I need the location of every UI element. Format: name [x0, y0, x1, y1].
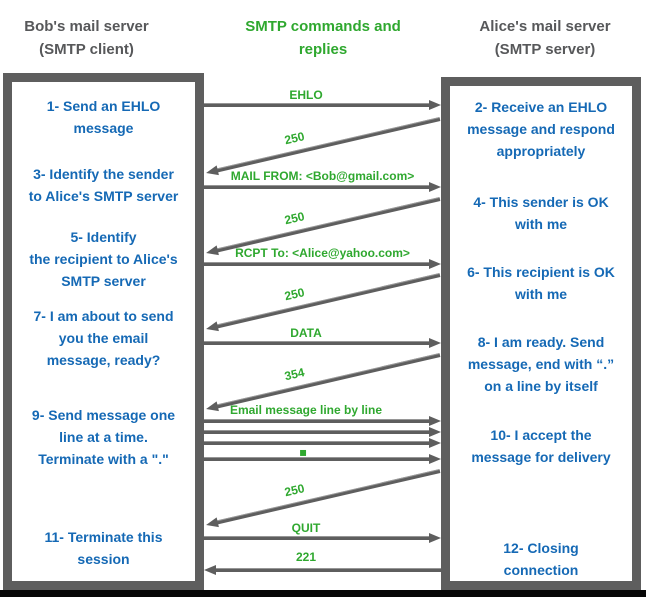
server-step-10: 10- I accept the message for delivery	[471, 427, 611, 465]
server-header: Alice's mail server (SMTP server)	[479, 18, 611, 58]
command-label-rcpt-to: RCPT To: <Alice@yahoo.com>	[235, 246, 410, 260]
arrow-shaft	[204, 536, 431, 540]
command-label-quit: QUIT	[291, 521, 321, 535]
arrow-email-line-2	[204, 426, 441, 438]
command-label-mail-from: MAIL FROM: <Bob@gmail.com>	[230, 169, 415, 183]
reply-label-250-4: 250	[283, 481, 306, 500]
arrow-shaft	[215, 469, 441, 525]
arrow-shaft	[204, 441, 431, 445]
arrow-shaft	[215, 117, 441, 173]
terminating-dot: ▪	[299, 445, 308, 459]
client-step-9: 9- Send message one line at a time. Term…	[31, 407, 176, 467]
reply-label-250-2: 250	[283, 209, 306, 228]
server-step-2: 2- Receive an EHLO message and respond a…	[467, 99, 615, 159]
arrow-mail-from	[204, 181, 441, 193]
arrow-shaft	[214, 568, 441, 572]
arrow-email-line-3	[204, 437, 441, 449]
client-step-5: 5- Identify the recipient to Alice's SMT…	[29, 229, 178, 289]
client-step-11: 11- Terminate this session	[44, 529, 163, 567]
client-step-3: 3- Identify the sender to Alice's SMTP s…	[28, 166, 179, 204]
arrow-reply-221	[204, 564, 441, 576]
arrow-shaft	[204, 457, 431, 461]
client-header: Bob's mail server (SMTP client)	[24, 18, 149, 58]
command-label-data: DATA	[290, 326, 322, 340]
reply-label-250-3: 250	[283, 285, 306, 304]
client-step-1: 1- Send an EHLO message	[46, 98, 161, 136]
arrow-email-terminator	[204, 453, 441, 465]
arrow-shaft	[204, 262, 431, 266]
command-label-ehlo: EHLO	[289, 88, 323, 102]
arrow-shaft	[215, 273, 441, 329]
arrow-shaft	[215, 353, 441, 409]
arrow-shaft	[204, 419, 431, 423]
exchange-header: SMTP commands and replies	[245, 18, 401, 58]
arrow-reply-250-3: 250	[205, 269, 442, 335]
server-step-8: 8- I am ready. Send message, end with “.…	[467, 334, 615, 394]
reply-label-354: 354	[283, 365, 306, 384]
bottom-bar	[0, 590, 646, 597]
server-step-4: 4- This sender is OK with me	[473, 194, 609, 232]
arrow-data	[204, 337, 441, 349]
command-label-email-lines: Email message line by line	[229, 403, 383, 417]
arrow-email-line-1	[204, 415, 441, 427]
server-step-12: 12- Closing connection	[503, 540, 579, 578]
arrow-ehlo	[204, 99, 441, 111]
reply-label-250-1: 250	[283, 129, 306, 148]
client-box: 1- Send an EHLO message 3- Identify the …	[3, 73, 204, 590]
arrow-rcpt-to	[204, 258, 441, 270]
arrow-shaft	[204, 185, 431, 189]
server-box: 2- Receive an EHLO message and respond a…	[441, 77, 641, 590]
server-step-6: 6- This recipient is OK with me	[467, 264, 615, 302]
reply-label-221: 221	[295, 550, 317, 564]
arrow-shaft	[204, 103, 431, 107]
arrow-shaft	[204, 430, 431, 434]
arrow-quit	[204, 532, 441, 544]
arrow-shaft	[215, 197, 441, 253]
arrow-shaft	[204, 341, 431, 345]
client-step-7: 7- I am about to send you the email mess…	[33, 308, 174, 368]
